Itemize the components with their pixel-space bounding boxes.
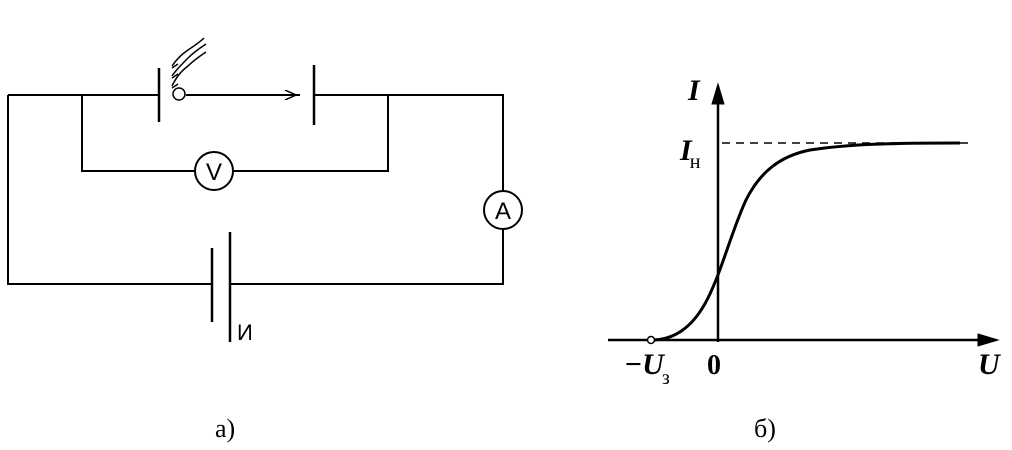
source-label: И [237,320,253,345]
voltmeter-label: V [206,159,222,186]
x-axis-label: U [978,348,1001,381]
saturation-current-label: Iн [679,134,701,173]
ammeter [483,190,523,230]
y-axis-label: I [687,74,701,107]
iv-curve [650,141,961,342]
y-axis-arrow [711,82,725,105]
light-rays-icon [171,37,207,89]
iv-graph [608,82,1000,347]
origin-label: 0 [707,350,721,381]
ammeter-label: A [495,198,511,225]
voltmeter [194,151,234,191]
stopping-voltage-label: −Uз [624,348,670,389]
graph-caption: б) [754,414,776,443]
stopping-voltage-point [646,335,656,345]
circuit-diagram [7,37,523,342]
outer-wire [7,94,504,285]
circuit-caption: а) [215,414,235,443]
x-axis-arrow [977,333,1000,347]
voltmeter-wire [81,95,389,172]
electron-circle [172,87,186,101]
